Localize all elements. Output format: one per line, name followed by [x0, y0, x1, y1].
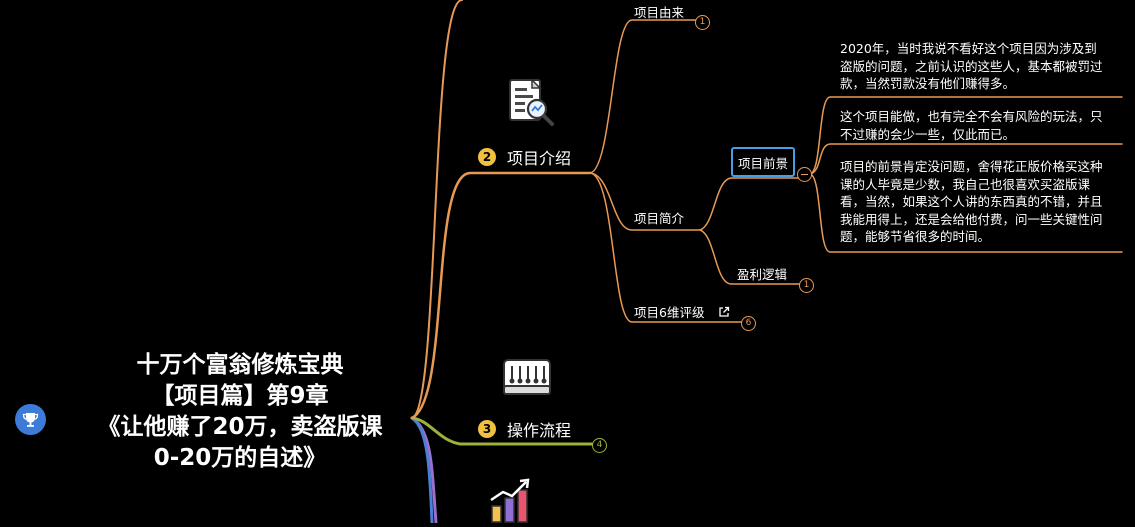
collapse-icon[interactable]	[797, 167, 812, 182]
child-count-badge[interactable]: 1	[695, 15, 710, 30]
growth-chart-icon	[488, 476, 534, 527]
trunk-line-blue	[410, 416, 434, 523]
root-title-line: 十万个富翁修炼宝典	[136, 352, 344, 378]
link-profit	[699, 229, 801, 285]
link-note-3	[809, 173, 1123, 253]
workflow-icon	[502, 358, 552, 402]
link-prospect	[699, 177, 799, 231]
child-count-badge[interactable]: 4	[592, 438, 607, 453]
note-line: 看，当然，如果这个人讲的东西真的不错，并且	[840, 194, 1103, 209]
link-rating	[589, 172, 743, 323]
branch-label: 操作流程	[507, 421, 572, 440]
branch-operation-process[interactable]: 3 操作流程	[478, 417, 571, 441]
note-text-2[interactable]: 这个项目能做，也有完全不会有风险的玩法，只 不过赚的会少一些，仅此而已。	[840, 108, 1125, 143]
child-count-badge[interactable]: 6	[741, 316, 756, 331]
node-project-origin[interactable]: 项目由来	[634, 5, 685, 20]
branch-project-intro[interactable]: 2 项目介绍	[478, 145, 571, 169]
root-title-line: 《让他赚了20万，卖盗版课	[97, 414, 383, 440]
node-project-brief[interactable]: 项目简介	[634, 211, 685, 226]
note-line: 不过赚的会少一些，仅此而已。	[840, 126, 1016, 142]
trunk-line-orange-main	[410, 171, 592, 420]
link-brief	[589, 172, 701, 231]
trophy-icon[interactable]	[15, 404, 46, 435]
document-magnifier-icon	[508, 78, 556, 132]
root-topic[interactable]: 十万个富翁修炼宝典 【项目篇】第9章 《让他赚了20万，卖盗版课 0-20万的自…	[60, 350, 420, 474]
note-line: 题，能够节省很多的时间。	[840, 229, 991, 244]
node-project-rating[interactable]: 项目6维评级	[634, 305, 705, 320]
child-count-badge[interactable]: 1	[799, 278, 814, 293]
node-profit-logic[interactable]: 盈利逻辑	[737, 267, 788, 282]
node-label: 项目前景	[737, 155, 788, 171]
note-line: 我能用得上，还是会给他付费，问一些关键性问	[840, 211, 1103, 227]
root-title-line: 0-20万的自述》	[153, 445, 327, 471]
node-project-prospect[interactable]: 项目前景	[731, 147, 795, 177]
trunk-line-green	[410, 416, 594, 446]
note-line: 2020年，当时我说不看好这个项目因为涉及到	[840, 41, 1097, 56]
link-note-1	[809, 96, 1123, 175]
branch-number-badge: 2	[478, 148, 496, 166]
branch-number-badge: 3	[478, 420, 496, 438]
root-title-line: 【项目篇】第9章	[151, 383, 329, 409]
note-line: 项目的前景肯定没问题，舍得花正版价格买这种	[840, 159, 1103, 174]
branch-label: 项目介绍	[507, 149, 572, 168]
note-line: 这个项目能做，也有完全不会有风险的玩法，只	[840, 109, 1103, 124]
link-origin	[589, 19, 698, 174]
note-line: 盗版的问题，之前认识的这些人，基本都被罚过	[840, 58, 1103, 74]
link-note-2	[809, 143, 1123, 175]
note-line: 课的人毕竟是少数，我自己也很喜欢买盗版课	[840, 176, 1091, 192]
trunk-line-orange-up	[411, 0, 463, 419]
external-link-icon[interactable]	[718, 303, 730, 322]
note-text-1[interactable]: 2020年，当时我说不看好这个项目因为涉及到 盗版的问题，之前认识的这些人，基本…	[840, 40, 1125, 93]
note-line: 款，当然罚款没有他们赚得多。	[840, 76, 1016, 91]
note-text-3[interactable]: 项目的前景肯定没问题，舍得花正版价格买这种 课的人毕竟是少数，我自己也很喜欢买盗…	[840, 158, 1125, 246]
